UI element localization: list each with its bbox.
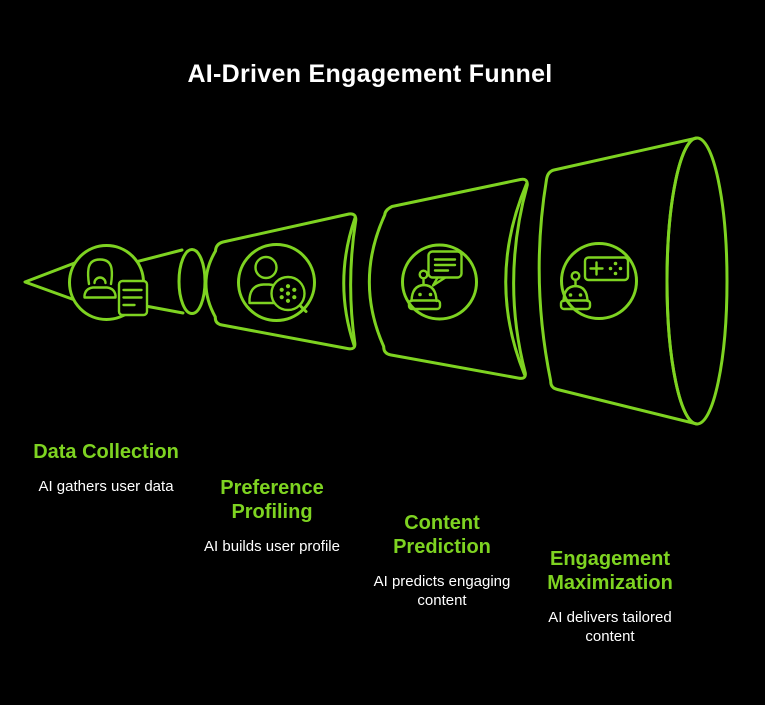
user-document-icon [83,258,149,317]
magnifier-handle [298,304,308,313]
funnel-tip [23,261,81,303]
user-hair [86,258,114,286]
robot-head [410,283,438,303]
stage-2-badge [237,243,316,322]
stage-label-engagement-maximization: Engagement Maximization AI delivers tail… [530,547,690,646]
user-profile-search-icon [248,255,308,313]
stage-description: AI gathers user data [38,478,174,495]
robot-head [562,284,589,303]
stage-name: Preference Profiling [220,477,324,523]
stage-label-preference-profiling: Preference Profiling AI builds user prof… [192,476,352,556]
stage-label-content-prediction: Content Prediction AI predicts engaging … [367,511,517,610]
stage-name: Data Collection [33,441,179,463]
user-face [93,276,107,285]
stage-name: Engagement Maximization [547,548,673,594]
stage-3-badge [401,243,478,321]
stage-name: Content Prediction [393,512,491,558]
page-title: AI-Driven Engagement Funnel [187,60,553,88]
robot-gamepad-icon [559,256,630,311]
stage-description: AI predicts engaging content [373,573,511,609]
stage-label-data-collection: Data Collection AI gathers user data [21,440,191,496]
stage-2-rim [342,216,357,347]
robot-chat-icon [407,250,463,311]
robot-eye [428,292,433,297]
funnel-mouth [665,136,729,426]
stage-1-badge [68,244,149,321]
robot-eye [578,293,583,297]
stage-1-ring [177,248,207,315]
robot-eye [418,292,422,297]
user-shoulders [83,286,117,299]
stage-description: AI builds user profile [204,538,340,555]
robot-eye [568,293,573,297]
stage-4-badge [559,242,638,320]
robot-base [559,299,592,311]
user-head [254,255,278,280]
stage-description: AI delivers tailored content [548,609,672,645]
bubble-tail [431,276,447,287]
robot-base [407,299,442,311]
stage-3-rim [504,182,528,376]
gamepad-panel [583,256,630,282]
